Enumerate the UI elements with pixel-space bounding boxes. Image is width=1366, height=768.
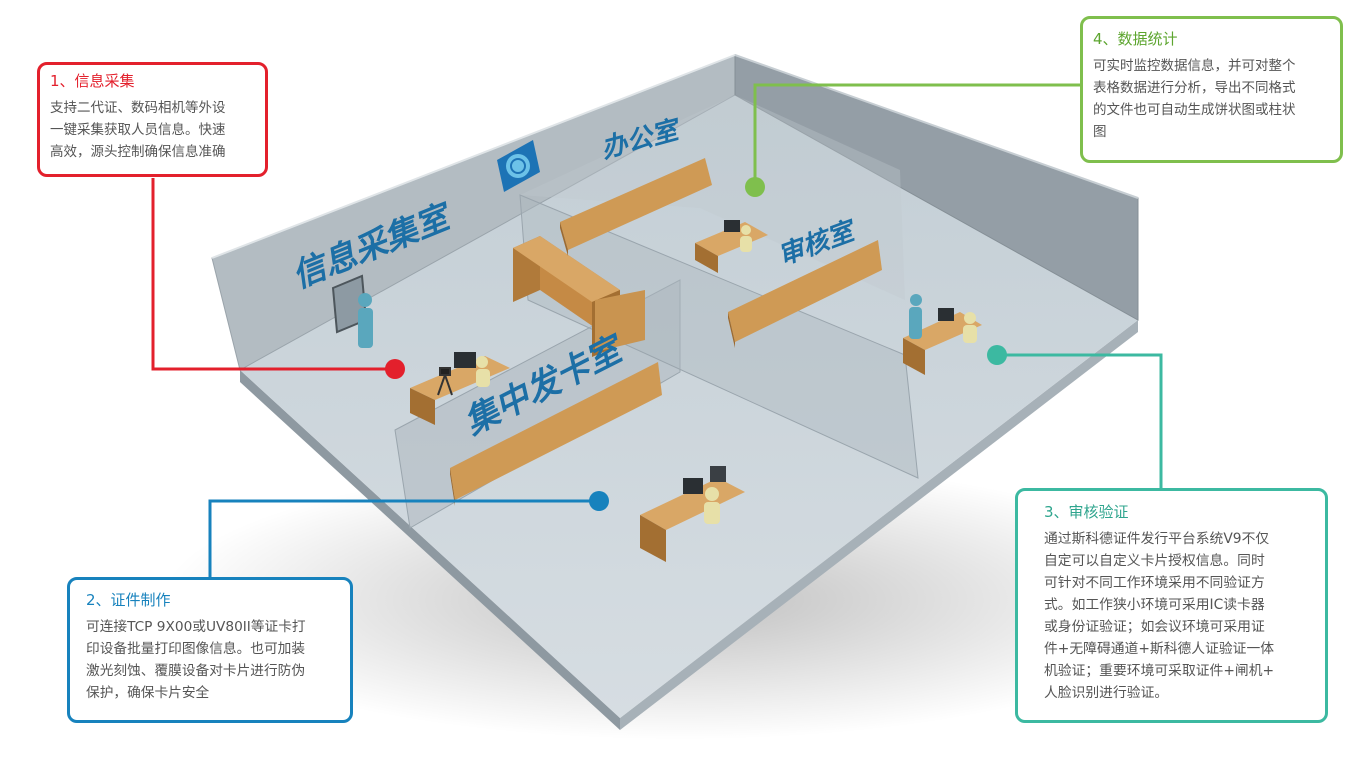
callout-card-production: 2、证件制作 可连接TCP 9X00或UV80II等证卡打 印设备批量打印图像信…	[67, 577, 353, 723]
callout-line: 的文件也可自动生成饼状图或柱状	[1093, 102, 1296, 118]
marker-dot-statistics	[745, 177, 765, 197]
callout-line: 高效，源头控制确保信息准确	[50, 144, 226, 160]
person-seated	[476, 225, 977, 524]
shelf-row-office	[560, 158, 712, 256]
marker-dot-info-collection	[385, 359, 405, 379]
connector-line-card-production	[208, 499, 599, 577]
callout-line: 支持二代证、数码相机等外设	[50, 100, 226, 116]
callout-line: 一键采集获取人员信息。快速	[50, 122, 226, 138]
callout-line: 人脸识别进行验证。	[1044, 685, 1169, 701]
callout-body: 支持二代证、数码相机等外设 一键采集获取人员信息。快速 高效，源头控制确保信息准…	[50, 97, 257, 163]
person-standing-review	[909, 294, 922, 339]
marker-dot-card-production	[589, 491, 609, 511]
callout-line: 激光刻蚀、覆膜设备对卡片进行防伪	[86, 663, 306, 679]
callout-line: 可实时监控数据信息，并可对整个	[1093, 58, 1296, 74]
callout-line: 式。如工作狭小环境可采用IC读卡器	[1044, 597, 1265, 613]
callout-body: 可连接TCP 9X00或UV80II等证卡打 印设备批量打印图像信息。也可加装 …	[86, 616, 340, 704]
callout-verification: 3、审核验证 通过斯科德证件发行平台系统V9不仅 自定可以自定义卡片授权信息。同…	[1015, 488, 1328, 723]
callout-line: 件+无障碍通道+斯科德人证验证一体	[1044, 641, 1275, 657]
callout-line: 保护，确保卡片安全	[86, 685, 210, 701]
callout-line: 图	[1093, 124, 1107, 140]
cabinet-block	[513, 236, 645, 357]
connector-line-info-collection	[151, 178, 395, 371]
shelf-row-card	[450, 362, 662, 506]
camera-tripod-icon	[437, 367, 453, 396]
desk-review	[903, 308, 982, 375]
callout-line: 表格数据进行分析，导出不同格式	[1093, 80, 1296, 96]
partition-rear	[520, 95, 905, 300]
callout-line: 自定可以自定义卡片授权信息。同时	[1044, 553, 1265, 569]
callout-title: 4、数据统计	[1093, 30, 1178, 48]
connector-line-verification	[997, 353, 1163, 488]
connector-line-statistics	[753, 83, 1081, 187]
callout-line: 通过斯科德证件发行平台系统V9不仅	[1044, 531, 1270, 547]
floor-slab-left	[240, 370, 620, 730]
callout-statistics: 4、数据统计 可实时监控数据信息，并可对整个 表格数据进行分析，导出不同格式 的…	[1080, 16, 1343, 163]
callout-title: 2、证件制作	[86, 591, 171, 609]
callout-line: 印设备批量打印图像信息。也可加装	[86, 641, 306, 657]
shelf-row-review	[728, 240, 882, 348]
callout-line: 可针对不同工作环境采用不同验证方	[1044, 575, 1265, 591]
callout-title: 1、信息采集	[50, 72, 135, 90]
floor-slab-right	[620, 320, 1138, 730]
callout-body: 可实时监控数据信息，并可对整个 表格数据进行分析，导出不同格式 的文件也可自动生…	[1093, 55, 1332, 143]
callout-title: 3、审核验证	[1044, 503, 1129, 521]
callout-line: 可连接TCP 9X00或UV80II等证卡打	[86, 619, 306, 635]
callout-line: 或身份证验证；如会议环境可采用证	[1044, 619, 1265, 635]
callout-line: 机验证；重要环境可采取证件+闸机+	[1044, 663, 1275, 679]
floor	[240, 95, 1138, 718]
desk-card	[640, 466, 745, 562]
fingerprint-logo-icon	[497, 140, 540, 192]
marker-dot-verification	[987, 345, 1007, 365]
person-standing-collection	[358, 293, 373, 348]
callout-body: 通过斯科德证件发行平台系统V9不仅 自定可以自定义卡片授权信息。同时 可针对不同…	[1044, 528, 1315, 704]
callout-info-collection: 1、信息采集 支持二代证、数码相机等外设 一键采集获取人员信息。快速 高效，源头…	[37, 62, 268, 177]
